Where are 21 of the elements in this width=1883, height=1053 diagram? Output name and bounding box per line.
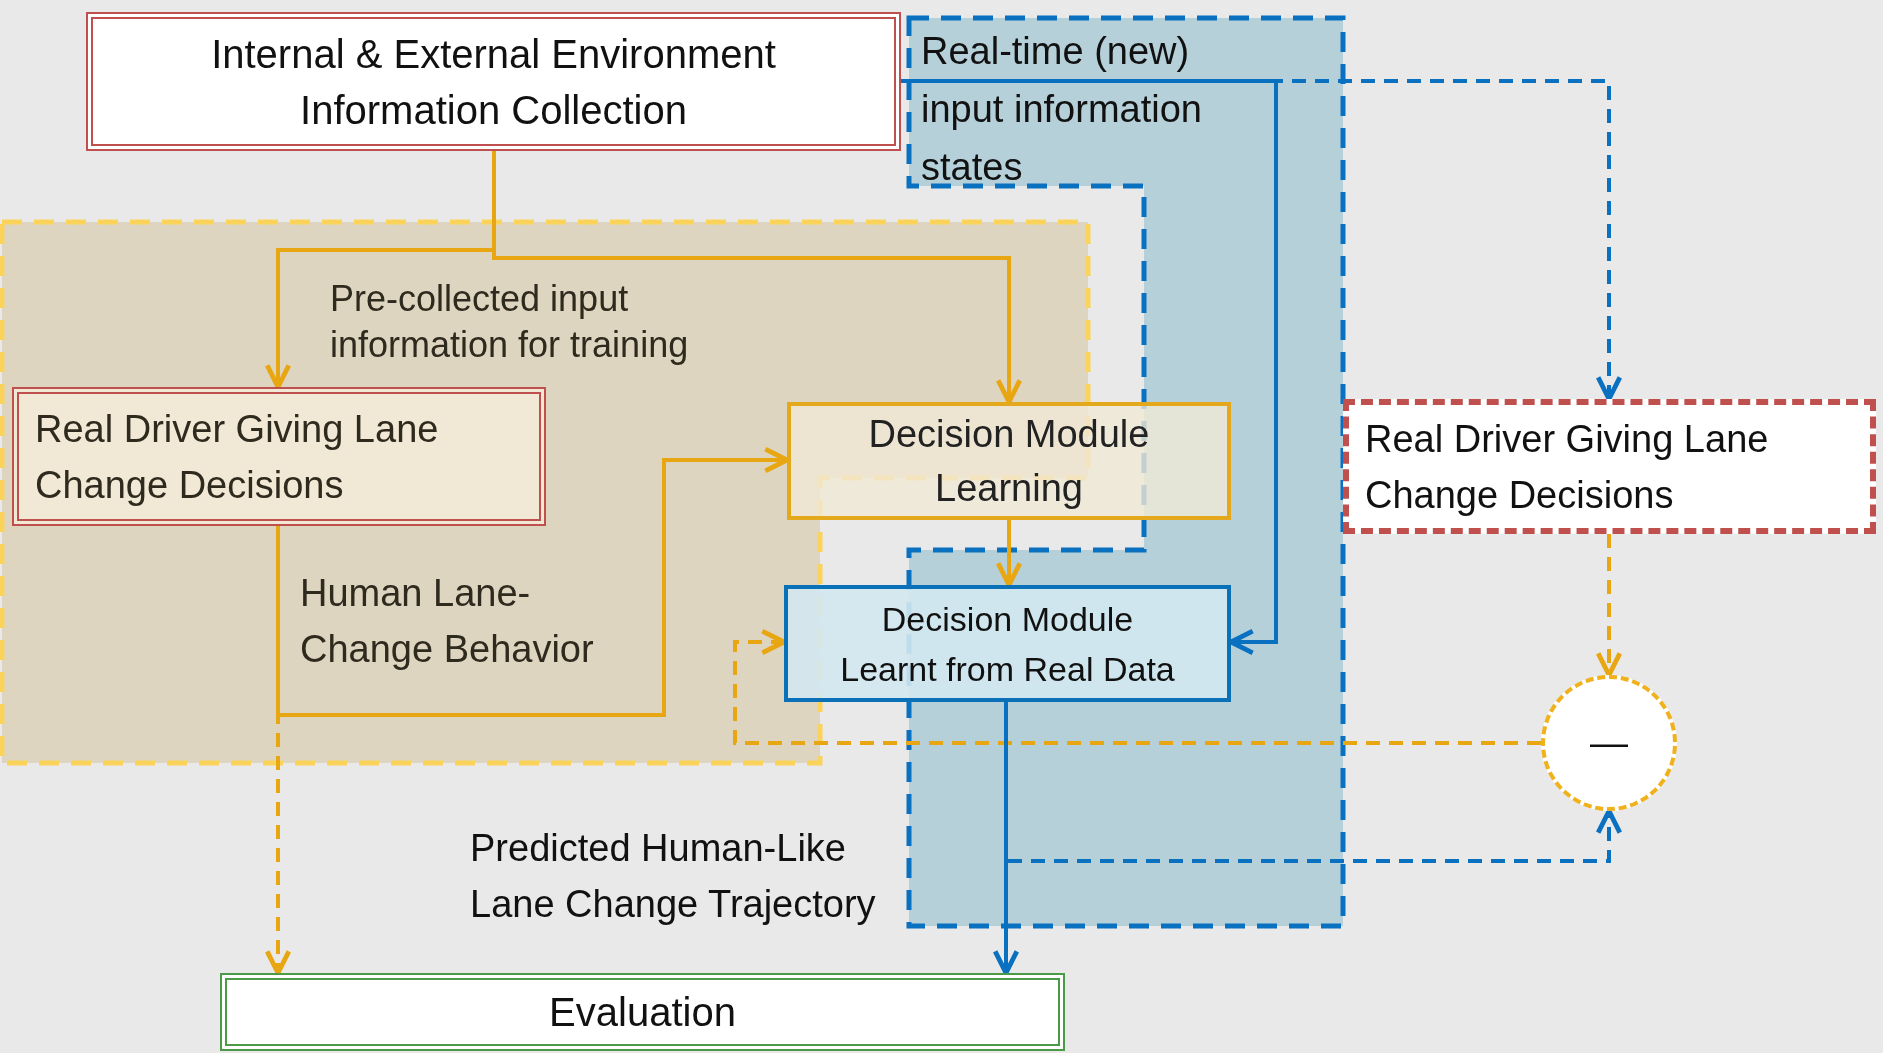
node-text: —	[1590, 720, 1628, 766]
process-box	[787, 402, 1231, 520]
process-box	[784, 585, 1231, 702]
node-text: Decision Module Learning	[867, 412, 1151, 511]
edge-label: Human Lane-Change Behavior	[300, 571, 595, 672]
node-text: Decision Module Learnt from Real Data	[839, 598, 1176, 690]
node-text: Internal & External Environment Information Collection	[210, 30, 777, 134]
region-label: Pre-collected input information for training	[330, 277, 690, 367]
node-text: Real Driver Giving Lane Change Decisions	[1364, 416, 1770, 518]
arrow	[1595, 534, 1623, 678]
region-label: Real-time (new) input information states	[921, 29, 1203, 190]
arrow	[733, 628, 1541, 745]
arrow	[995, 520, 1023, 588]
node-text: Evaluation	[549, 989, 736, 1036]
arrow	[276, 446, 790, 717]
process-box	[220, 973, 1065, 1051]
process-box	[12, 387, 546, 526]
edge-label: Predicted Human-Like Lane Change Trajectory	[470, 826, 877, 927]
process-box	[86, 12, 901, 151]
dashed-box	[1343, 399, 1876, 534]
node-text: Real Driver Giving Lane Change Decisions	[34, 406, 440, 508]
